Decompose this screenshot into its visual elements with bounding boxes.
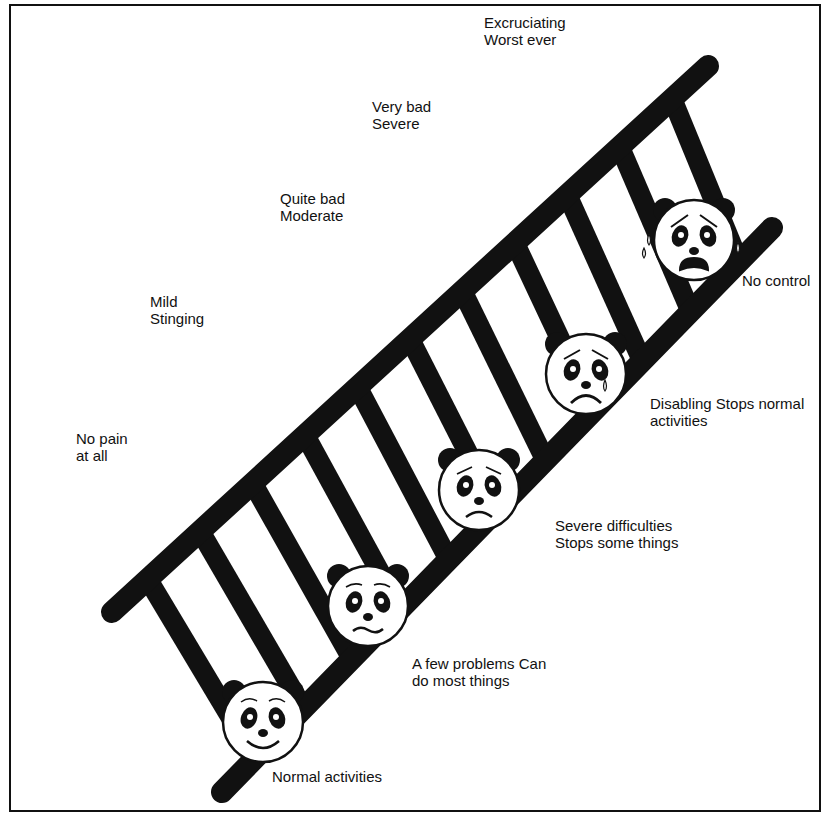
ladder-rail xyxy=(112,66,708,612)
pain-level-label: Mild Stinging xyxy=(150,293,220,328)
panda-brow xyxy=(241,699,285,702)
panda-mouth xyxy=(247,741,279,748)
ladder-rung xyxy=(462,291,545,460)
pain-level-label: Quite bad Moderate xyxy=(280,190,360,225)
ladder-rail xyxy=(222,228,772,792)
activity-label: Disabling Stops normal activities xyxy=(650,395,810,430)
panda-mouth xyxy=(680,258,708,270)
panda-uneasy xyxy=(327,564,409,646)
activity-label: A few problems Can do most things xyxy=(412,655,547,690)
panda-tear xyxy=(604,380,607,391)
panda-head xyxy=(438,448,520,530)
panda-mouth xyxy=(571,396,601,404)
panda-happy xyxy=(222,680,304,762)
panda-mouth xyxy=(353,628,383,633)
pain-level-label: Very bad Severe xyxy=(372,98,442,133)
pain-level-label: Excruciating Worst ever xyxy=(484,14,579,49)
panda-brow xyxy=(564,350,608,359)
panda-sweat xyxy=(643,234,651,258)
panda-brow xyxy=(457,467,501,474)
panda-head xyxy=(545,332,627,414)
ladder-rung xyxy=(358,387,449,560)
activity-label: Severe difficulties Stops some things xyxy=(555,517,690,552)
frame-border xyxy=(10,5,820,811)
panda-sad xyxy=(438,448,520,530)
panda-sweat xyxy=(737,242,740,253)
panda-crying xyxy=(545,332,627,414)
panda-brow xyxy=(346,584,390,587)
panda-anguish xyxy=(643,198,740,280)
panda-head xyxy=(222,680,304,762)
activity-label: No control xyxy=(742,272,822,289)
pain-level-label: No pain at all xyxy=(76,430,138,465)
activity-label: Normal activities xyxy=(272,768,412,785)
panda-mouth xyxy=(466,512,492,517)
panda-brow xyxy=(671,215,717,227)
panda-head xyxy=(653,198,735,280)
panda-head xyxy=(327,564,409,646)
